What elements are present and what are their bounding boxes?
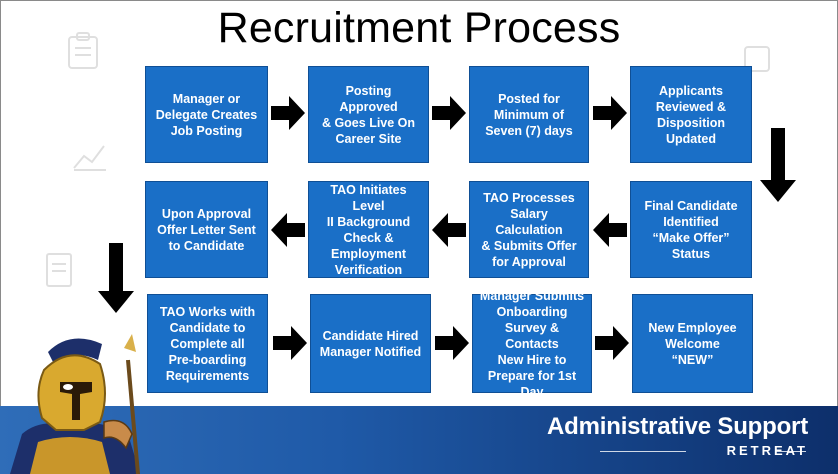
down-arrow-icon bbox=[98, 243, 134, 313]
step-box: Applicants Reviewed & Disposition Update… bbox=[630, 66, 752, 163]
step-box: TAO Processes Salary Calculation & Submi… bbox=[469, 181, 589, 278]
right-arrow-icon bbox=[435, 326, 469, 360]
document-icon bbox=[46, 253, 72, 287]
right-arrow-icon bbox=[271, 96, 305, 130]
divider bbox=[776, 451, 806, 452]
right-arrow-icon bbox=[595, 326, 629, 360]
page-title: Recruitment Process bbox=[217, 4, 621, 52]
step-box: Posted for Minimum of Seven (7) days bbox=[469, 66, 589, 163]
chart-icon bbox=[73, 145, 106, 171]
right-arrow-icon bbox=[273, 326, 307, 360]
right-arrow-icon bbox=[432, 96, 466, 130]
clipboard-icon bbox=[68, 32, 98, 69]
left-arrow-icon bbox=[432, 213, 466, 247]
step-box: Final Candidate Identified “Make Offer” … bbox=[630, 181, 752, 278]
step-box: Candidate Hired Manager Notified bbox=[310, 294, 431, 393]
brand-banner bbox=[0, 406, 838, 474]
step-box: New Employee Welcome “NEW” bbox=[632, 294, 753, 393]
step-box: Posting Approved & Goes Live On Career S… bbox=[308, 66, 429, 163]
mascot-icon bbox=[10, 334, 140, 474]
left-arrow-icon bbox=[593, 213, 627, 247]
step-box: Manager or Delegate Creates Job Posting bbox=[145, 66, 268, 163]
document-icon bbox=[744, 46, 770, 72]
brand-title: Administrative Support bbox=[547, 413, 808, 440]
down-arrow-icon bbox=[760, 128, 796, 202]
step-box: Manager Submits Onboarding Survey & Cont… bbox=[472, 289, 592, 399]
divider bbox=[600, 451, 686, 452]
step-box: Upon Approval Offer Letter Sent to Candi… bbox=[145, 181, 268, 278]
brand-subtitle: RETREAT bbox=[726, 443, 808, 458]
right-arrow-icon bbox=[593, 96, 627, 130]
left-arrow-icon bbox=[271, 213, 305, 247]
step-box: TAO Initiates Level II Background Check … bbox=[308, 181, 429, 278]
step-box: TAO Works with Candidate to Complete all… bbox=[147, 294, 268, 393]
